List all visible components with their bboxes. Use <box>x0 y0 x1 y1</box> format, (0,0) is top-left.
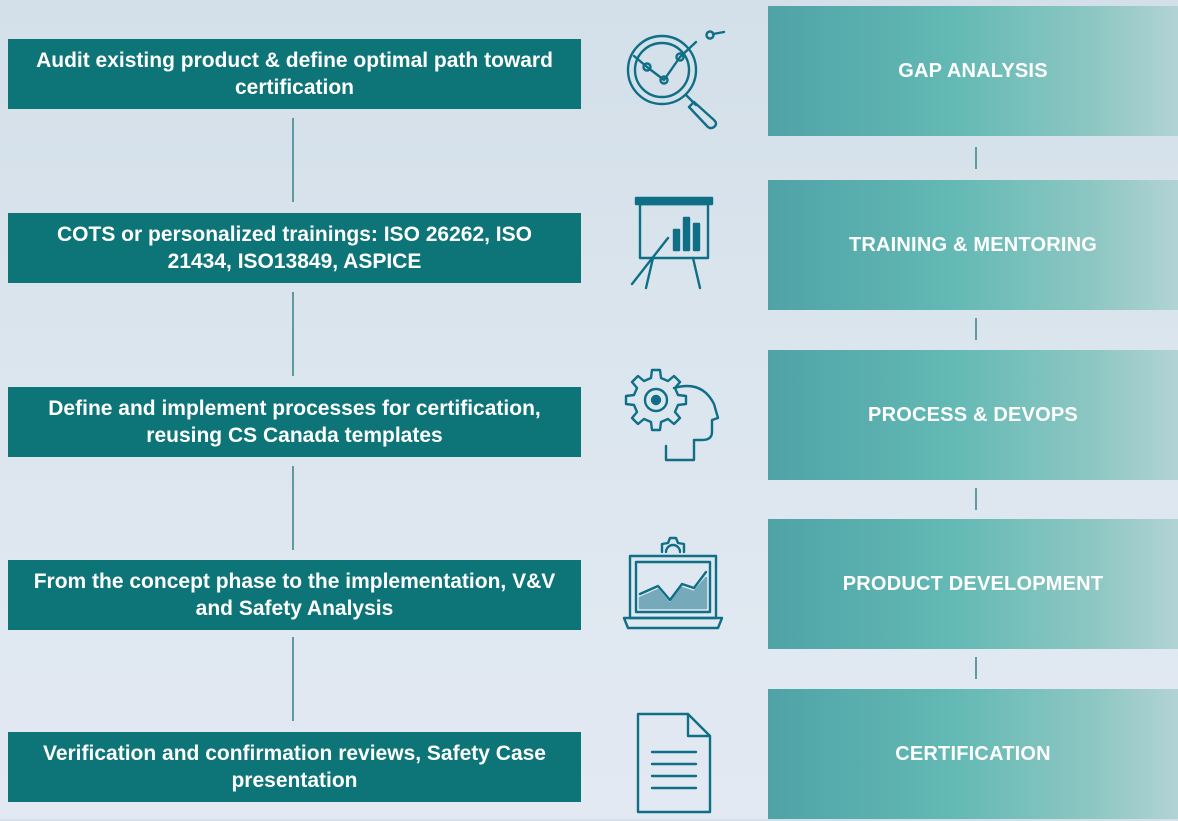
left-connector-3 <box>292 466 294 550</box>
left-connector-1 <box>292 118 294 202</box>
laptop-chart-icon <box>618 528 728 638</box>
stage-product-development: PRODUCT DEVELOPMENT <box>768 519 1178 649</box>
stage-certification: CERTIFICATION <box>768 689 1178 819</box>
left-connector-4 <box>292 637 294 721</box>
head-gear-icon <box>618 360 728 470</box>
right-connector-1 <box>975 147 977 169</box>
presentation-board-icon <box>618 188 728 298</box>
step-description-gap-analysis: Audit existing product & define optimal … <box>8 39 581 109</box>
stage-gap-analysis: GAP ANALYSIS <box>768 6 1178 136</box>
magnifier-chart-icon <box>618 20 728 130</box>
stage-training-mentoring: TRAINING & MENTORING <box>768 180 1178 310</box>
right-connector-3 <box>975 488 977 510</box>
left-connector-2 <box>292 292 294 376</box>
step-description-training: COTS or personalized trainings: ISO 2626… <box>8 213 581 283</box>
right-connector-4 <box>975 657 977 679</box>
step-description-process: Define and implement processes for certi… <box>8 387 581 457</box>
step-description-product-development: From the concept phase to the implementa… <box>8 560 581 630</box>
document-icon <box>618 706 728 816</box>
right-connector-2 <box>975 318 977 340</box>
step-description-certification: Verification and confirmation reviews, S… <box>8 732 581 802</box>
stage-process-devops: PROCESS & DEVOPS <box>768 350 1178 480</box>
